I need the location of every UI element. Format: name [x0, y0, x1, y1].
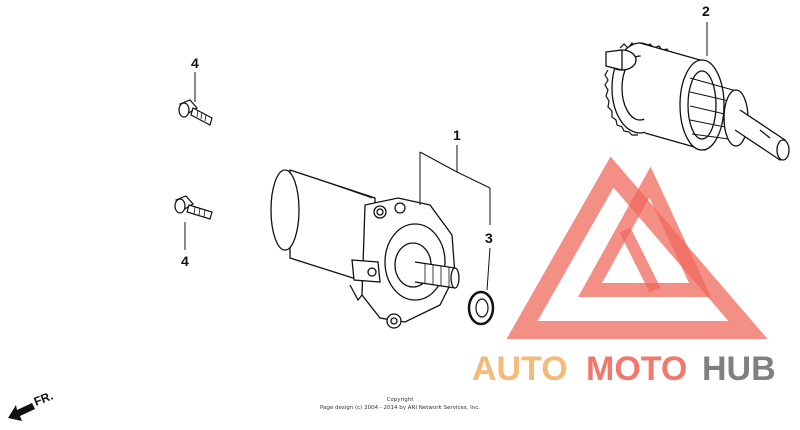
callout-3: 3 — [485, 230, 493, 246]
copyright-text: Page design (c) 2004 - 2014 by ARI Netwo… — [320, 405, 480, 411]
starter-motor — [270, 169, 460, 329]
callout-2: 2 — [702, 3, 710, 19]
brand-part-moto: MOTO — [586, 350, 687, 388]
watermark-brand-text: AUTO MOTO HUB — [472, 350, 776, 388]
callout-4-lower: 4 — [181, 253, 189, 269]
front-label: FR. — [32, 389, 55, 409]
bolt-lower — [174, 195, 213, 220]
brand-part-hub: HUB — [702, 350, 776, 388]
starter-clutch-gear — [604, 42, 790, 162]
brand-part-auto: AUTO — [472, 350, 568, 388]
bolt-upper — [178, 99, 213, 126]
leader-lines — [184, 22, 708, 291]
o-ring — [467, 290, 495, 326]
callout-1: 1 — [453, 127, 461, 143]
copyright-heading: Copyright — [387, 397, 415, 403]
front-arrow-icon — [8, 403, 35, 421]
callout-4-upper: 4 — [191, 55, 199, 71]
watermark-logo-mark — [506, 156, 768, 339]
front-direction-indicator: FR. — [8, 389, 55, 421]
